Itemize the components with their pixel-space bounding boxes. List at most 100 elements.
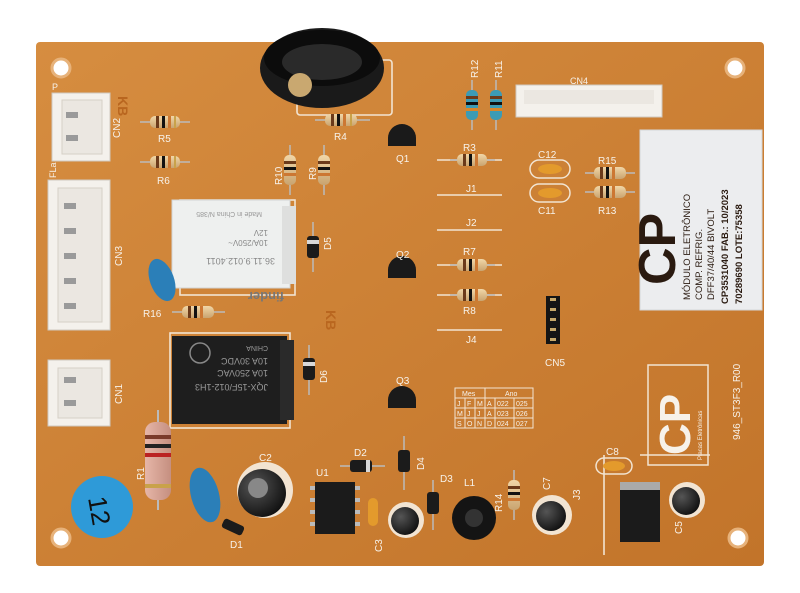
connector-cn4 xyxy=(515,84,663,118)
capacitor-c7 xyxy=(532,495,572,535)
resistor-r16 xyxy=(172,306,225,318)
date-grid-cell: A xyxy=(487,401,492,408)
relay-large-line2: 10A 30VDC xyxy=(220,356,268,366)
label-r4: R4 xyxy=(334,132,347,143)
label-cn4: CN4 xyxy=(570,76,588,86)
resistor-r14 xyxy=(508,470,520,520)
date-grid-cell: S xyxy=(457,421,462,428)
date-grid-mes: Mes xyxy=(462,391,476,398)
round-sticker: 12 xyxy=(71,476,133,538)
capacitor-c12 xyxy=(529,159,571,179)
date-grid-cell: N xyxy=(477,421,482,428)
transistor-q1 xyxy=(388,124,416,146)
label-q3: Q3 xyxy=(396,376,410,387)
relay-finder-model: 36.11.9.012.4011 xyxy=(206,256,275,266)
label-fla: FLa xyxy=(48,162,58,178)
relay-finder-rating: 10A/250V~ xyxy=(228,238,268,247)
label-kb-top: KB xyxy=(115,96,131,116)
diode-d4 xyxy=(398,436,410,490)
label-r10: R10 xyxy=(274,166,285,185)
round-sticker-number: 12 xyxy=(82,494,117,528)
capacitor-c8 xyxy=(595,457,633,475)
relay-large-line1: CHINA xyxy=(246,344,268,351)
date-grid-cell: M xyxy=(477,401,483,408)
date-grid-cell: J xyxy=(457,401,461,408)
transistor-q3 xyxy=(388,386,416,408)
board-code: 946_ST3F3_R00 xyxy=(732,363,743,440)
label-kb-mid: KB xyxy=(323,310,339,330)
label-j2: J2 xyxy=(466,218,477,229)
diode-d2 xyxy=(340,460,385,472)
date-grid-cell: J xyxy=(477,411,481,418)
label-r3: R3 xyxy=(463,143,476,154)
label-c3: C3 xyxy=(374,539,385,552)
date-grid-cell: 027 xyxy=(516,421,528,428)
label-r9: R9 xyxy=(308,167,319,180)
relay-large-line3: 10A 250VAC xyxy=(217,368,268,378)
mounting-holes xyxy=(50,57,749,549)
label-u1: U1 xyxy=(316,468,329,479)
label-j4: J4 xyxy=(466,335,477,346)
resistor-r10 xyxy=(284,145,296,195)
label-r13: R13 xyxy=(598,206,617,217)
resistor-r7 xyxy=(450,259,495,271)
date-grid-ano: Ano xyxy=(505,391,518,398)
resistor-r1 xyxy=(145,410,171,510)
label-j1: J1 xyxy=(466,184,477,195)
cp-board-logo-mark: CP xyxy=(651,394,700,455)
cp-board-logo-caption: Placas Eletrônicas xyxy=(698,411,704,460)
label-q1: Q1 xyxy=(396,154,410,165)
label-r16: R16 xyxy=(143,309,162,320)
label-l1: L1 xyxy=(464,478,476,489)
date-grid-cell: 026 xyxy=(516,411,528,418)
capacitor-blue-1 xyxy=(148,258,176,302)
label-d3: D3 xyxy=(440,474,453,485)
date-grid-cell: M xyxy=(457,411,463,418)
relay-finder-origin: Made in China N/385 xyxy=(196,210,262,217)
date-grid-cell: 025 xyxy=(516,401,528,408)
label-c2: C2 xyxy=(259,453,272,464)
label-j3: J3 xyxy=(572,489,583,500)
label-c5: C5 xyxy=(674,521,685,534)
label-d1: D1 xyxy=(230,540,243,551)
resistor-r3 xyxy=(450,154,495,166)
label-r5: R5 xyxy=(158,134,171,145)
relay-finder-brand: finder xyxy=(248,289,284,304)
date-code-grid xyxy=(454,387,534,429)
resistor-r5 xyxy=(140,116,190,128)
label-r11: R11 xyxy=(494,60,505,78)
label-d6: D6 xyxy=(319,370,330,383)
resistor-r11 xyxy=(490,80,502,130)
resistor-r15 xyxy=(585,167,635,179)
sticker-logo: CP xyxy=(629,213,687,285)
resistor-r12 xyxy=(466,80,478,130)
resistor-r9 xyxy=(318,145,330,195)
pcb-board xyxy=(36,42,764,566)
resistor-r13 xyxy=(585,186,635,198)
label-cn5: CN5 xyxy=(545,358,565,369)
voltage-regulator xyxy=(620,482,660,542)
label-d4: D4 xyxy=(416,457,427,470)
transistor-q2 xyxy=(388,256,416,278)
label-c8: C8 xyxy=(606,447,619,458)
diode-d1 xyxy=(221,518,245,536)
sticker-line3: DFF37/40/44 BIVOLT xyxy=(706,209,717,300)
date-grid-cell: O xyxy=(467,421,473,428)
relay-large-line4: JQX-15F/012-1H3 xyxy=(195,382,268,392)
date-grid-cell: D xyxy=(487,421,492,428)
label-cn2: CN2 xyxy=(112,118,123,138)
label-q2: Q2 xyxy=(396,250,410,261)
diode-d6 xyxy=(303,345,315,395)
date-grid-cell: 024 xyxy=(497,421,509,428)
date-grid-cell: A xyxy=(487,411,492,418)
connector-cn2 xyxy=(51,92,111,162)
connector-cn1 xyxy=(47,359,111,427)
sticker-line5: 70289690 LOTE:75358 xyxy=(734,204,745,304)
relay-large: CHINA 10A 30VDC 10A 250VAC JQX-15F/012-1… xyxy=(172,336,294,424)
label-sticker: CP MÓDULO ELETRÔNICO COMP. REFRIG. DFF37… xyxy=(629,129,763,311)
inductor-l1 xyxy=(452,496,496,540)
cp-board-logo: CP Placas Eletrônicas xyxy=(647,364,709,466)
label-r14: R14 xyxy=(494,493,505,512)
